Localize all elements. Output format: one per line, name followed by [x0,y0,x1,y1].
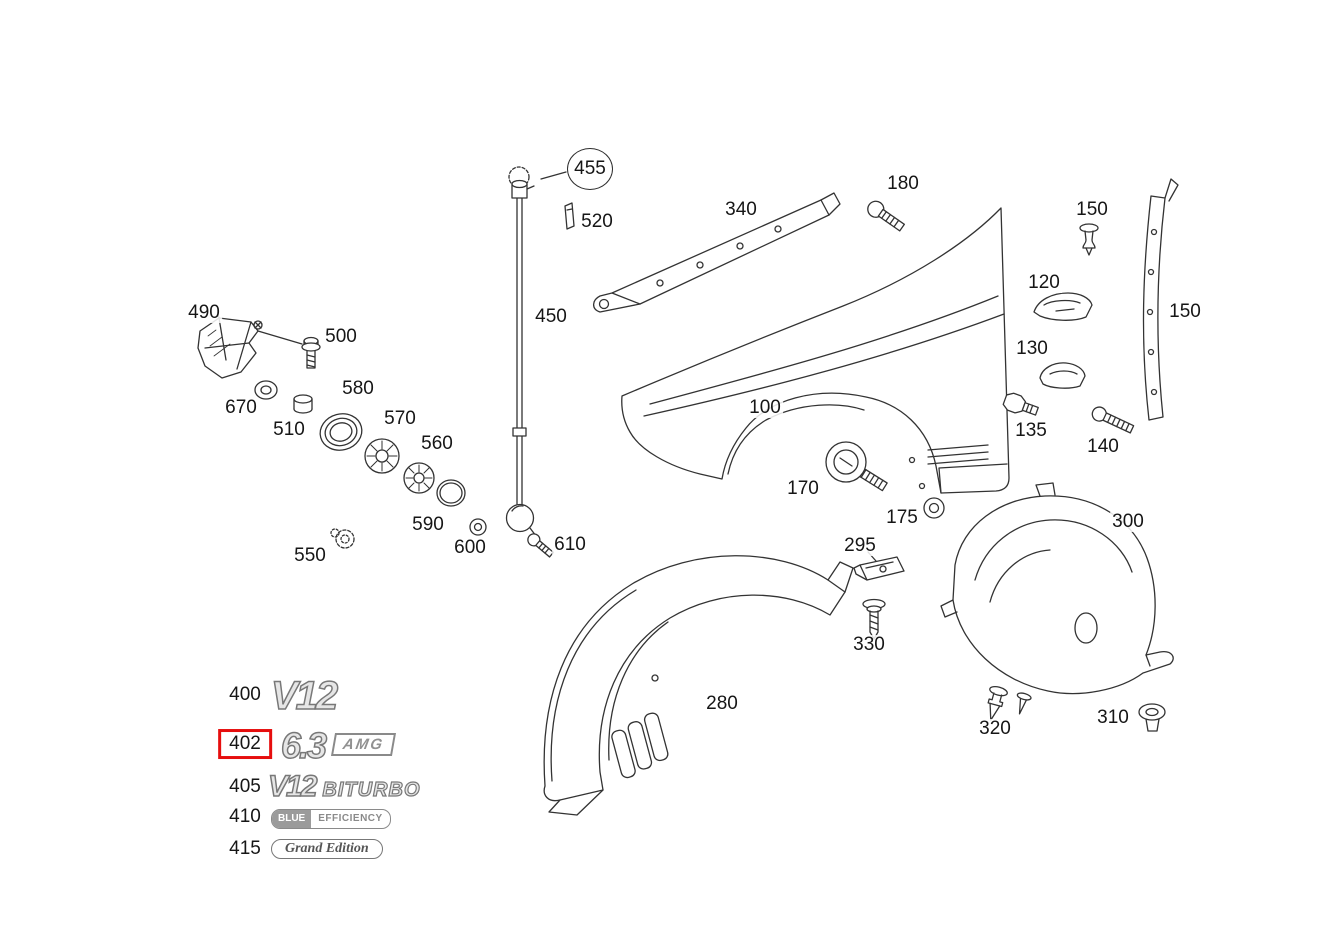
grand-edition-text: Grand Edition [271,839,383,859]
part-label-580[interactable]: 580 [340,378,376,400]
emblem-biturbo-text: BITURBO [322,778,421,801]
part-label-550[interactable]: 550 [292,545,328,567]
part-label-500[interactable]: 500 [323,326,359,348]
amg-logo: AMG [331,733,397,756]
emblem-blue-efficiency: BLUE EFFICIENCY [271,808,391,829]
part-label-295[interactable]: 295 [842,535,878,557]
part-label-150[interactable]: 150 [1074,199,1110,221]
emblem-v12: V12 [270,673,339,719]
part-label-670[interactable]: 670 [223,397,259,419]
part-label-570[interactable]: 570 [382,408,418,430]
part-label-520[interactable]: 520 [579,211,615,233]
emblem-v12-text: V12 [267,769,318,804]
blue-label: BLUE [272,809,312,828]
emblem-63-text: 6.3 [280,724,328,767]
part-label-610[interactable]: 610 [552,534,588,556]
part-label-600[interactable]: 600 [452,537,488,559]
part-label-330[interactable]: 330 [851,634,887,656]
part-label-180[interactable]: 180 [885,173,921,195]
part-label-170[interactable]: 170 [785,478,821,500]
part-label-400[interactable]: 400 [227,684,263,706]
part-label-415[interactable]: 415 [227,838,263,860]
part-label-590[interactable]: 590 [410,514,446,536]
part-label-402[interactable]: 402 [218,729,272,759]
part-label-280[interactable]: 280 [704,693,740,715]
part-label-100[interactable]: 100 [747,397,783,419]
part-label-135[interactable]: 135 [1013,420,1049,442]
part-label-120[interactable]: 120 [1026,272,1062,294]
part-label-450[interactable]: 450 [533,306,569,328]
part-label-140[interactable]: 140 [1085,436,1121,458]
part-label-405[interactable]: 405 [227,776,263,798]
part-label-320[interactable]: 320 [977,718,1013,740]
part-label-560[interactable]: 560 [419,433,455,455]
part-label-150[interactable]: 150 [1167,301,1203,323]
efficiency-label: EFFICIENCY [318,813,383,824]
part-label-490[interactable]: 490 [186,302,222,324]
part-label-175[interactable]: 175 [884,507,920,529]
emblem-grand-edition: Grand Edition [271,839,383,859]
part-label-300[interactable]: 300 [1110,511,1146,533]
part-label-130[interactable]: 130 [1014,338,1050,360]
part-label-310[interactable]: 310 [1095,707,1131,729]
part-label-455[interactable]: 455 [567,148,613,190]
part-label-510[interactable]: 510 [271,419,307,441]
part-label-340[interactable]: 340 [723,199,759,221]
part-label-410[interactable]: 410 [227,806,263,828]
